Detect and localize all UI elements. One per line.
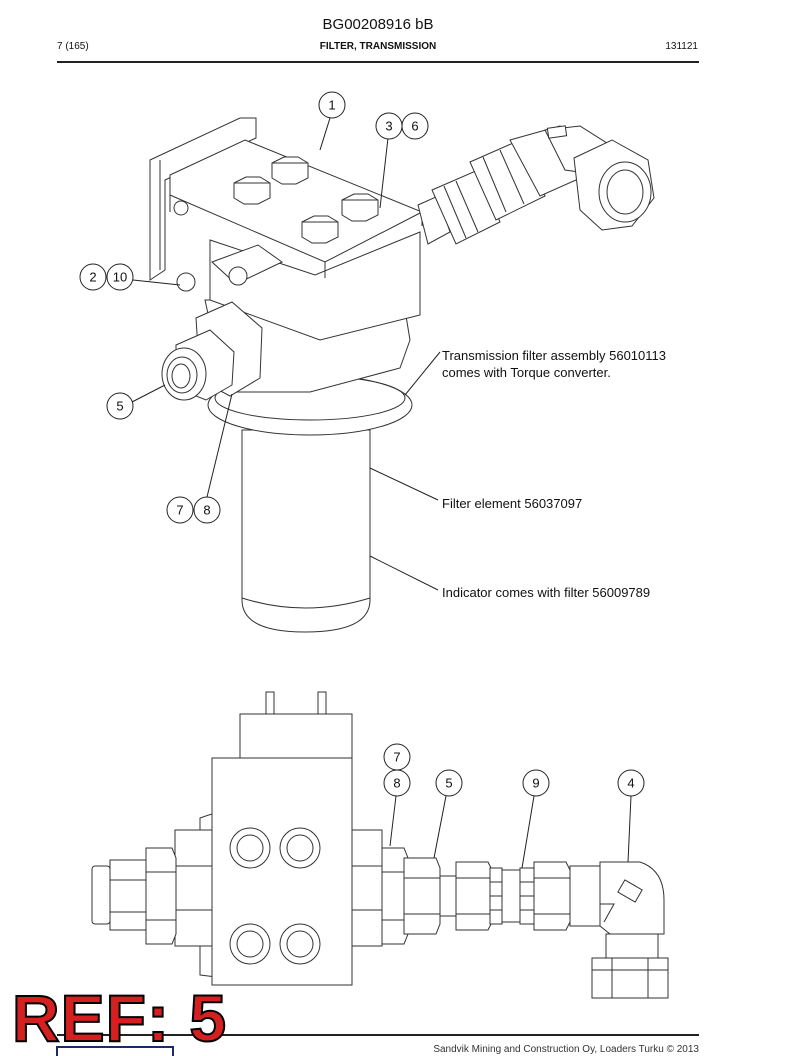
header-rule [57, 61, 699, 63]
right-hose-fittings [417, 125, 655, 245]
front-view [91, 691, 669, 999]
bottom-callouts: 7 8 5 9 4 [383, 743, 645, 869]
front-bolts [229, 827, 321, 965]
callout-4-bottom: 4 [617, 769, 645, 797]
isometric-filter-view [149, 117, 655, 633]
assembly-note-line1: Transmission filter assembly 56010113 [442, 348, 666, 363]
svg-text:8: 8 [203, 503, 210, 518]
callout-9-bottom: 9 [522, 769, 550, 797]
svg-text:3: 3 [385, 119, 392, 134]
assembly-note-line2: comes with Torque converter. [442, 365, 611, 380]
callout-1: 1 [318, 91, 346, 119]
callout-8: 8 [193, 496, 221, 524]
callout-2: 2 [79, 263, 107, 291]
callout-6: 6 [401, 112, 429, 140]
svg-text:9: 9 [532, 776, 539, 791]
svg-text:10: 10 [113, 270, 127, 285]
page-number: 7 (165) [57, 41, 89, 52]
filter-element-note: Filter element 56037097 [442, 496, 582, 511]
callout-7: 7 [166, 496, 194, 524]
callout-8-bottom: 8 [383, 769, 411, 797]
section-title: FILTER, TRANSMISSION [319, 41, 437, 52]
svg-text:5: 5 [116, 399, 123, 414]
annotations: Transmission filter assembly 56010113 co… [369, 348, 666, 600]
svg-text:6: 6 [411, 119, 418, 134]
footer-rule [57, 1034, 699, 1036]
svg-text:8: 8 [393, 776, 400, 791]
company-logo [56, 1046, 174, 1056]
left-port-fitting [161, 301, 263, 401]
svg-text:1: 1 [328, 98, 335, 113]
svg-text:2: 2 [89, 270, 96, 285]
document-code: 131121 [665, 41, 698, 52]
footer-copyright: Sandvik Mining and Construction Oy, Load… [433, 1044, 699, 1055]
svg-text:7: 7 [176, 503, 183, 518]
ref-tag: REF: 5 [11, 981, 228, 1055]
svg-text:7: 7 [393, 750, 400, 765]
indicator-note: Indicator comes with filter 56009789 [442, 585, 650, 600]
callout-5-bottom: 5 [435, 769, 463, 797]
svg-text:4: 4 [627, 776, 634, 791]
callout-10: 10 [106, 263, 134, 291]
left-fitting [91, 847, 177, 945]
callout-7-bottom: 7 [383, 743, 411, 771]
top-callouts: 1 3 6 2 10 5 7 8 [79, 91, 429, 524]
callout-3: 3 [375, 112, 403, 140]
svg-text:5: 5 [445, 776, 452, 791]
document-title: BG00208916 bB [322, 16, 434, 33]
callout-5: 5 [106, 392, 134, 420]
bolt-group [233, 156, 379, 244]
right-fitting-chain [381, 847, 669, 999]
